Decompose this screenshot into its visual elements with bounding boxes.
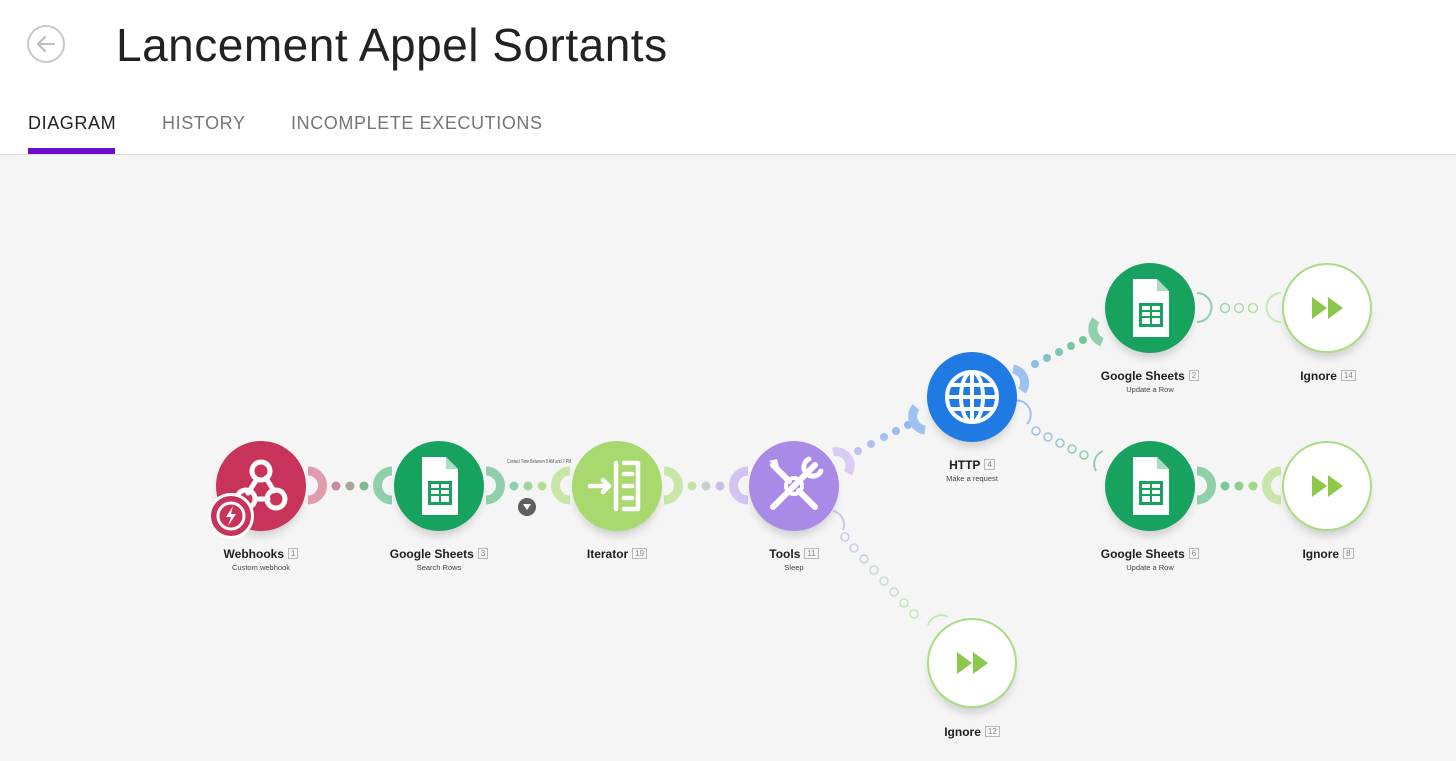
- instant-trigger-badge: [208, 493, 254, 539]
- module-number: 14: [1340, 370, 1356, 381]
- connections-layer: [307, 292, 1282, 626]
- module-iterator[interactable]: [572, 441, 662, 531]
- module-number: 12: [984, 726, 1000, 737]
- module-number: 6: [1188, 548, 1200, 559]
- connector-webhooks-sheets: [307, 466, 393, 505]
- spreadsheet-icon: [1133, 457, 1169, 515]
- module-number: 1: [288, 548, 299, 559]
- fast-forward-icon: [957, 652, 988, 674]
- tab-incomplete-executions[interactable]: INCOMPLETE EXECUTIONS: [291, 113, 543, 133]
- module-google-sheets-update-6[interactable]: [1105, 441, 1195, 531]
- module-http-subtitle: Make a request: [946, 474, 998, 483]
- tab-history[interactable]: HISTORY: [162, 113, 246, 133]
- module-number: 8: [1343, 548, 1354, 559]
- module-ignore-8[interactable]: [1282, 441, 1372, 531]
- module-google-sheets-update-2-subtitle: Update a Row: [1126, 385, 1174, 394]
- connector-tools-ignore12: [832, 510, 949, 626]
- connector-sheets6-ignore8: [1196, 466, 1282, 505]
- fast-forward-icon: [1312, 475, 1343, 497]
- page-title: Lancement Appel Sortants: [116, 19, 668, 71]
- scenario-header: Lancement Appel Sortants DIAGRAM HISTORY…: [0, 0, 1456, 155]
- connector-http-sheets6: [1012, 399, 1104, 472]
- module-google-sheets-search-subtitle: Search Rows: [416, 563, 462, 572]
- iterator-icon: [587, 460, 641, 512]
- tab-diagram[interactable]: DIAGRAM: [28, 113, 117, 133]
- fast-forward-icon: [1312, 297, 1343, 319]
- active-tab-indicator: [28, 148, 115, 154]
- tools-icon: [769, 456, 824, 510]
- module-google-sheets-update-2[interactable]: [1105, 263, 1195, 353]
- module-number: 11: [804, 548, 819, 559]
- connector-iterator-tools: [663, 466, 749, 505]
- module-ignore-14[interactable]: [1282, 263, 1372, 353]
- module-number: 2: [1188, 370, 1200, 381]
- module-number: 19: [632, 548, 648, 559]
- filter-button[interactable]: [518, 498, 536, 516]
- spreadsheet-icon: [1133, 279, 1169, 337]
- module-tools-subtitle: Sleep: [784, 563, 804, 572]
- module-google-sheets-update-6-subtitle: Update a Row: [1126, 563, 1174, 572]
- module-google-sheets-search[interactable]: [394, 441, 484, 531]
- module-number: 3: [477, 548, 489, 559]
- module-tools[interactable]: [749, 441, 839, 531]
- module-ignore-12[interactable]: [927, 618, 1017, 708]
- module-webhooks[interactable]: [216, 441, 306, 531]
- header-divider: [0, 154, 1456, 155]
- module-http[interactable]: [927, 352, 1017, 442]
- module-number: 4: [984, 459, 995, 470]
- connector-sheets-iterator: [485, 466, 571, 505]
- lightning-bolt-icon: [216, 501, 246, 531]
- filter-funnel-icon: [523, 504, 531, 510]
- connector-sheets2-ignore14: [1196, 292, 1282, 323]
- module-webhooks-subtitle: Custom webhook: [232, 563, 290, 572]
- connector-tools-http: [832, 404, 926, 476]
- spreadsheet-icon: [422, 457, 458, 515]
- arrow-left-icon: [37, 36, 55, 52]
- connector-http-sheets2: [1011, 317, 1104, 394]
- filter-label[interactable]: Contact Time Between 9 AM and 7 PM: [507, 459, 572, 465]
- back-button[interactable]: [27, 25, 65, 63]
- globe-icon: [945, 370, 999, 424]
